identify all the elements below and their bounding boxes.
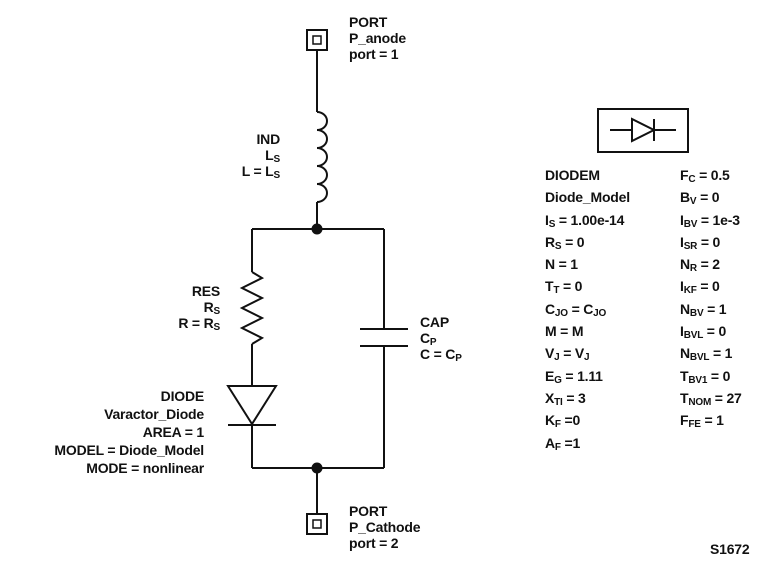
inductor-symbol — [316, 111, 328, 203]
diode-label: DIODE Varactor_Diode AREA = 1 MODEL = Di… — [54, 387, 204, 477]
diode-title: DIODE — [160, 388, 205, 404]
varactor-diode-symbol — [226, 385, 278, 426]
diode-mode: MODE = nonlinear — [86, 460, 204, 476]
capacitor-title: CAP — [420, 314, 449, 330]
port-cathode-label: PORT P_Cathode port = 2 — [349, 503, 421, 551]
diode-model-symbol — [597, 108, 689, 153]
diodem-param-left-12: AF =1 — [545, 434, 581, 453]
diodem-param-right-4: NR = 2 — [680, 256, 720, 275]
resistor-label: RES RS R = RS — [178, 283, 221, 333]
diodem-param-left-4: N = 1 — [545, 256, 578, 273]
port-cathode-title: PORT — [349, 503, 388, 519]
port-anode-name: P_anode — [349, 30, 406, 46]
diodem-param-right-3: ISR = 0 — [680, 233, 721, 252]
diodem-param-right-1: BV = 0 — [680, 189, 720, 208]
diodem-param-left-11: KF =0 — [545, 412, 581, 431]
resistor-title: RES — [191, 283, 220, 299]
diodem-param-left-0: DIODEM — [545, 167, 600, 183]
port-cathode-param: port = 2 — [349, 535, 399, 551]
diodem-param-right-8: NBVL = 1 — [680, 345, 733, 364]
diodem-param-right-9: TBV1 = 0 — [680, 367, 731, 386]
port-cathode-symbol — [306, 513, 328, 535]
diodem-param-right-11: FFE = 1 — [680, 412, 724, 431]
resistor-name: RS — [203, 299, 221, 317]
diode-name: Varactor_Diode — [104, 406, 204, 422]
port-anode-symbol — [306, 29, 328, 51]
inductor-title: IND — [256, 131, 280, 147]
diode-model: MODEL = Diode_Model — [54, 442, 204, 458]
diodem-param-left-1: Diode_Model — [545, 189, 630, 206]
inductor-label: IND LS L = LS — [241, 131, 281, 181]
figure-id: S1672 — [710, 541, 750, 557]
port-anode-param: port = 1 — [349, 46, 399, 62]
resistor-symbol — [239, 271, 265, 345]
diodem-param-right-6: NBV = 1 — [680, 300, 727, 319]
diode-area: AREA = 1 — [142, 424, 204, 440]
diodem-params-left: DIODEM Diode_Model IS = 1.00e-14 RS = 0 N = … — [545, 164, 630, 454]
port-cathode-name: P_Cathode — [349, 519, 421, 535]
diodem-param-left-8: VJ = VJ — [545, 345, 590, 364]
inductor-name: LS — [265, 147, 280, 165]
diodem-param-left-3: RS = 0 — [545, 233, 585, 252]
diodem-param-right-5: IKF = 0 — [680, 278, 720, 297]
diodem-param-right-10: TNOM = 27 — [680, 389, 742, 408]
diodem-param-left-9: EG = 1.11 — [545, 367, 603, 386]
diodem-param-left-6: CJO = CJO — [545, 300, 607, 319]
diodem-param-left-5: TT = 0 — [545, 278, 583, 297]
inductor-param: L = LS — [241, 163, 281, 181]
diodem-param-right-0: FC = 0.5 — [680, 167, 730, 185]
diodem-param-left-2: IS = 1.00e-14 — [545, 211, 625, 230]
diodem-param-right-2: IBV = 1e-3 — [680, 211, 740, 230]
diodem-param-right-7: IBVL = 0 — [680, 323, 727, 342]
capacitor-label: CAP CP C = CP — [420, 314, 462, 364]
port-anode-title: PORT — [349, 14, 388, 30]
diodem-param-left-10: XTI = 3 — [545, 389, 586, 408]
port-anode-label: PORT P_anode port = 1 — [349, 14, 406, 62]
diodem-param-left-7: M = M — [545, 323, 584, 340]
resistor-param: R = RS — [178, 315, 220, 333]
capacitor-name: CP — [420, 330, 437, 348]
capacitor-param: C = CP — [420, 346, 462, 364]
